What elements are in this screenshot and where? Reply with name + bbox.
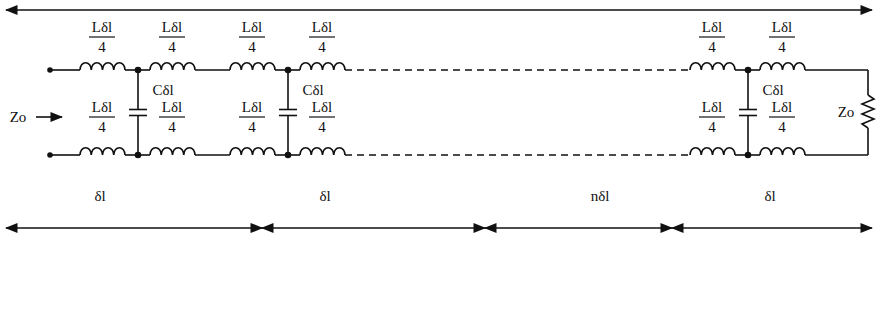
fraction-bar	[309, 36, 335, 37]
fraction-bar	[159, 116, 185, 117]
circuit-label: 4	[246, 120, 258, 135]
fraction-bar	[89, 116, 115, 117]
circuit-label: Lδl	[770, 100, 794, 115]
junction-dot	[136, 153, 141, 158]
inductor-symbol	[230, 63, 275, 70]
circuit-label: 4	[776, 40, 788, 55]
fraction-bar	[699, 36, 725, 37]
inductor-symbol	[300, 63, 345, 70]
circuit-label: Zo	[8, 110, 29, 125]
inductor-symbol	[150, 148, 195, 155]
inductor-symbol	[230, 148, 275, 155]
inductor-symbol	[760, 63, 805, 70]
circuit-label: Lδl	[90, 100, 114, 115]
fraction-bar	[769, 116, 795, 117]
circuit-label: 4	[316, 120, 328, 135]
wire	[747, 70, 749, 110]
circuit-label: δl	[762, 189, 777, 204]
inductor-symbol	[760, 148, 805, 155]
circuit-label: 4	[316, 40, 328, 55]
fraction-bar	[239, 36, 265, 37]
circuit-label: Cδl	[300, 83, 325, 98]
fraction-bar	[699, 116, 725, 117]
fraction-bar	[89, 36, 115, 37]
circuit-label: Lδl	[240, 100, 264, 115]
circuit-label: 4	[706, 120, 718, 135]
terminal	[48, 68, 52, 72]
inductor-symbol	[80, 63, 125, 70]
circuit-label: 4	[166, 40, 178, 55]
junction-dot	[746, 68, 751, 73]
dimension-arrow	[262, 227, 485, 229]
wire	[195, 69, 230, 71]
wire	[805, 69, 868, 71]
inductor-symbol	[690, 63, 735, 70]
fraction-bar	[309, 116, 335, 117]
circuit-label: Lδl	[310, 100, 334, 115]
circuit-label: 4	[96, 120, 108, 135]
input-arrow	[36, 116, 62, 118]
dimension-arrow	[6, 9, 872, 11]
circuit-label: 4	[246, 40, 258, 55]
wire	[137, 70, 139, 110]
wire	[747, 116, 749, 156]
resistor-symbol	[862, 95, 874, 128]
circuit-label: Lδl	[240, 20, 264, 35]
circuit-label: Lδl	[310, 20, 334, 35]
circuit-label: Lδl	[160, 100, 184, 115]
wire	[287, 116, 289, 156]
terminal	[48, 153, 52, 157]
circuit-label: 4	[776, 120, 788, 135]
circuit-label: Lδl	[700, 20, 724, 35]
fraction-bar	[159, 36, 185, 37]
circuit-label: δl	[92, 189, 107, 204]
circuit-label: Lδl	[160, 20, 184, 35]
inductor-symbol	[300, 148, 345, 155]
capacitor-plate	[739, 109, 757, 111]
circuit-label: 4	[96, 40, 108, 55]
circuit-label: Lδl	[770, 20, 794, 35]
circuit-label: Zo	[836, 105, 857, 120]
capacitor-plate	[129, 109, 147, 111]
fraction-bar	[769, 36, 795, 37]
dimension-arrow	[485, 227, 672, 229]
dimension-arrow	[6, 227, 262, 229]
wire	[195, 154, 230, 156]
dimension-arrow	[672, 227, 872, 229]
junction-dot	[286, 68, 291, 73]
circuit-label: nδl	[589, 189, 612, 204]
dashed-line	[345, 69, 690, 71]
inductor-symbol	[690, 148, 735, 155]
circuit-label: Cδl	[760, 83, 785, 98]
capacitor-plate	[279, 109, 297, 111]
wire	[867, 70, 869, 95]
wire	[287, 70, 289, 110]
circuit-label: 4	[166, 120, 178, 135]
dashed-line	[345, 154, 690, 156]
circuit-label: Cδl	[150, 83, 175, 98]
junction-dot	[136, 68, 141, 73]
wire	[137, 116, 139, 156]
wire	[50, 154, 80, 156]
inductor-symbol	[80, 148, 125, 155]
wire	[867, 128, 869, 155]
wire	[805, 154, 868, 156]
junction-dot	[286, 153, 291, 158]
circuit-label: δl	[317, 189, 332, 204]
circuit-label: Lδl	[700, 100, 724, 115]
inductor-symbol	[150, 63, 195, 70]
circuit-label: Lδl	[90, 20, 114, 35]
wire	[50, 69, 80, 71]
junction-dot	[746, 153, 751, 158]
fraction-bar	[239, 116, 265, 117]
circuit-label: 4	[706, 40, 718, 55]
